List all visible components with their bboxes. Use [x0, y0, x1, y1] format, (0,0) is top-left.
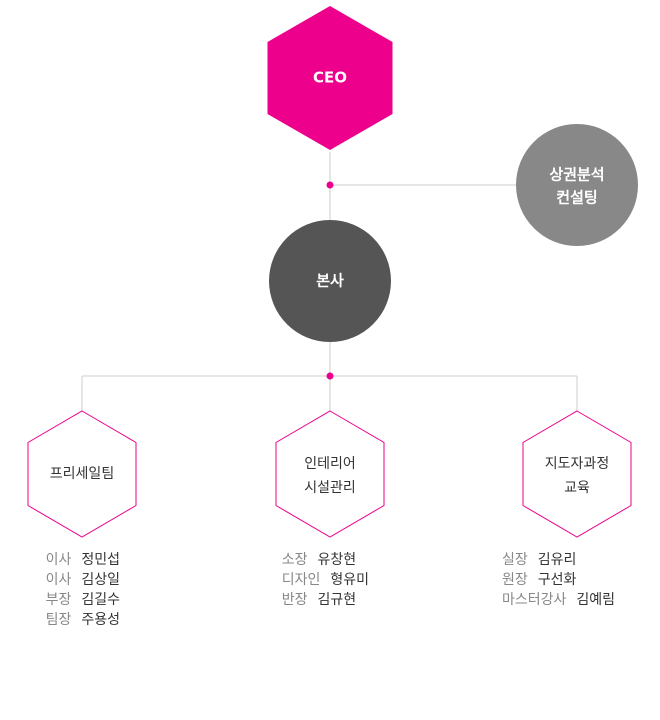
- staff-name: 김예림: [576, 592, 615, 608]
- staff-row: 디자인 형유미: [282, 570, 369, 590]
- staff-title: 부장: [45, 592, 72, 608]
- staff-name: 주용성: [81, 612, 120, 628]
- staff-list-interior: 소장 유창현 디자인 형유미 반장 김규현: [282, 550, 369, 610]
- ceo-label: CEO: [313, 69, 347, 87]
- consulting-label-line1: 상권분석: [549, 166, 604, 184]
- staff-row: 반장 김규현: [282, 590, 369, 610]
- staff-row: 실장 김유리: [502, 550, 615, 570]
- staff-list-presale: 이사 정민섭 이사 김상일 부장 김길수 팀장 주용성: [46, 550, 120, 630]
- dept-label-interior-line1: 인테리어: [304, 456, 356, 472]
- dept-hexagon-presale: [27, 410, 137, 538]
- staff-title: 팀장: [45, 612, 72, 628]
- dept-label-education-line1: 지도자과정: [545, 456, 609, 472]
- staff-name: 정민섭: [81, 552, 120, 568]
- hq-circle: [269, 220, 391, 342]
- staff-title: 이사: [45, 552, 72, 568]
- staff-name: 김규현: [317, 592, 357, 608]
- staff-list-education: 실장 김유리 원장 구선화 마스터강사 김예림: [502, 550, 615, 610]
- staff-title: 원장: [501, 572, 528, 588]
- staff-name: 유창현: [317, 552, 357, 568]
- consulting-circle: [516, 124, 638, 246]
- dept-label-education-line2: 교육: [564, 480, 590, 496]
- staff-row: 팀장 주용성: [46, 610, 120, 630]
- junction-dot-lower: [326, 372, 334, 380]
- staff-title: 디자인: [281, 572, 321, 588]
- ceo-hexagon: [267, 6, 393, 150]
- hq-label: 본사: [316, 272, 344, 290]
- staff-name: 김유리: [537, 552, 577, 568]
- staff-title: 마스터강사: [501, 592, 567, 608]
- staff-name: 김상일: [81, 572, 120, 588]
- staff-name: 김길수: [81, 592, 120, 608]
- staff-name: 형유미: [330, 572, 369, 588]
- dept-hexagon-interior: [275, 410, 385, 538]
- staff-row: 원장 구선화: [502, 570, 615, 590]
- staff-row: 마스터강사 김예림: [502, 590, 615, 610]
- staff-title: 이사: [45, 572, 72, 588]
- staff-title: 소장: [281, 552, 308, 568]
- dept-label-interior-line2: 시설관리: [304, 480, 356, 496]
- staff-row: 이사 정민섭: [46, 550, 120, 570]
- staff-row: 부장 김길수: [46, 590, 120, 610]
- staff-name: 구선화: [537, 572, 577, 588]
- staff-title: 반장: [281, 592, 308, 608]
- staff-title: 실장: [501, 552, 528, 568]
- staff-row: 소장 유창현: [282, 550, 369, 570]
- consulting-label-line2: 컨설팅: [556, 189, 597, 207]
- dept-label-presale: 프리세일팀: [50, 466, 114, 482]
- dept-hexagon-education: [522, 410, 632, 538]
- staff-row: 이사 김상일: [46, 570, 120, 590]
- junction-dot-upper: [326, 181, 334, 189]
